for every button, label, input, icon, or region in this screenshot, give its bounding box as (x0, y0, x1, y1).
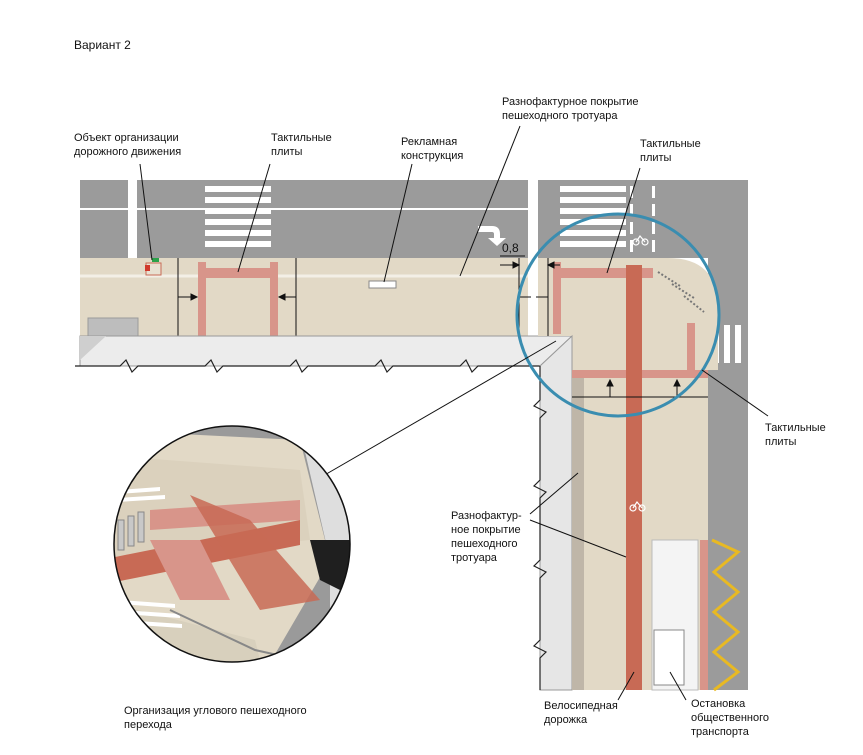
label-bike-lane: Велосипедная дорожка (544, 700, 618, 726)
turn-arrow-icon (478, 226, 506, 246)
label-texture-top: Разнофактурное покрытие пешеходного трот… (502, 96, 639, 122)
label-texture-side: Разнофактур- ное покрытие пешеходного тр… (451, 510, 522, 564)
bicycle-icon (629, 500, 646, 512)
label-tactile-plates-3: Тактильные плиты (765, 422, 826, 448)
bike-lane (626, 265, 642, 690)
zebra-crossing-top (205, 186, 271, 247)
utility-box (87, 317, 139, 337)
label-traffic-object: Объект организации дорожного движения (74, 132, 182, 158)
bus-stop-zigzag (711, 538, 741, 692)
bus-stop-pavilion (653, 629, 685, 686)
highlight-circle (515, 212, 721, 418)
tactile-plates-top (198, 262, 278, 336)
asphalt-road-top (80, 180, 528, 258)
zebra-crossing-top-right (560, 186, 626, 247)
label-advertising: Рекламная конструкция (401, 136, 464, 162)
top-street (75, 180, 574, 374)
stop-line (128, 180, 137, 258)
advertising-structure (368, 280, 397, 289)
asphalt-road-right (708, 180, 748, 690)
label-caption: Организация углового пешеходного переход… (124, 705, 307, 731)
label-dimension: 0,8 (502, 241, 519, 255)
zoom-detail (114, 426, 350, 662)
bicycle-icon (632, 234, 649, 246)
right-street (478, 180, 748, 692)
callout-line (315, 340, 557, 481)
page-title: Вариант 2 (74, 38, 131, 52)
label-tactile-plates-2: Тактильные плиты (640, 138, 701, 164)
label-bus-stop: Остановка общественного транспорта (691, 698, 769, 738)
label-tactile-plates-1: Тактильные плиты (271, 132, 332, 158)
